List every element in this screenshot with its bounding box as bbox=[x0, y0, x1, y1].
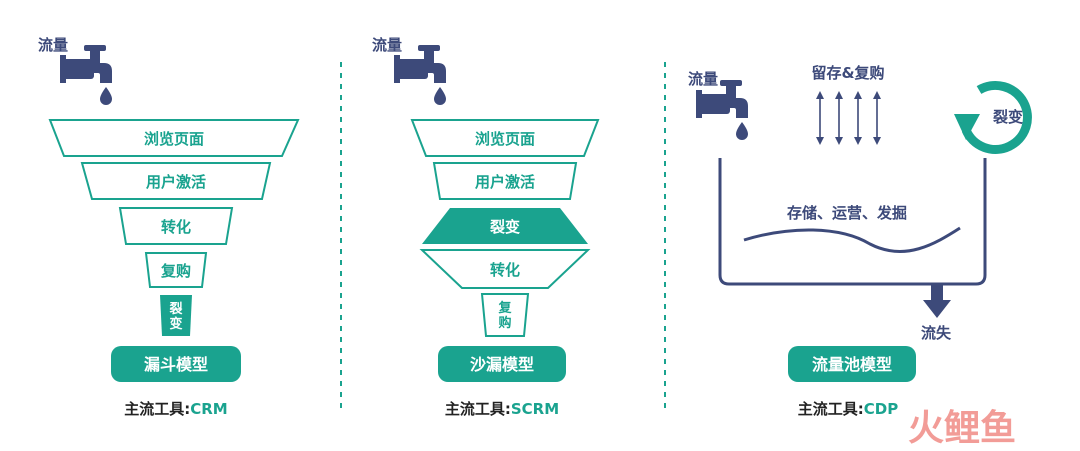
model-badge bbox=[788, 346, 916, 382]
fission-label: 裂变 bbox=[992, 108, 1023, 126]
hourglass-layer bbox=[432, 162, 578, 200]
flow-label: 流量 bbox=[688, 70, 718, 88]
loss-label: 流失 bbox=[921, 324, 952, 342]
vertical-char: 购 bbox=[498, 315, 511, 331]
water-wave bbox=[743, 226, 961, 253]
tool-prefix: 主流工具: bbox=[445, 400, 511, 418]
pool-panel: 流量 留存&复购 裂变 存储、运营、发掘 流失 流量池模型 主流工具:CDP bbox=[688, 64, 1032, 418]
tool-prefix: 主流工具: bbox=[124, 400, 190, 418]
funnel-layer bbox=[80, 162, 272, 200]
down-arrow-icon bbox=[931, 284, 943, 302]
tool-name: CDP bbox=[864, 400, 898, 418]
tool-line: 主流工具:CDP bbox=[798, 400, 898, 418]
hourglass-layer-filled bbox=[422, 208, 588, 244]
funnel-layer-label: 转化 bbox=[161, 218, 191, 236]
tool-line: 主流工具:CRM bbox=[124, 400, 228, 418]
funnel-layer bbox=[118, 207, 234, 245]
vertical-char: 裂 bbox=[168, 301, 183, 317]
faucet-icon bbox=[394, 45, 446, 105]
hourglass-layer-label: 复购 bbox=[497, 300, 512, 331]
recycle-arrowhead bbox=[954, 114, 980, 140]
funnel-panel: 流量 浏览页面 用户激活 转化 复购 裂变 漏斗模型 主流工具:CRM bbox=[38, 36, 300, 418]
model-label: 沙漏模型 bbox=[470, 355, 534, 374]
down-arrowhead bbox=[923, 300, 951, 318]
funnel-layer bbox=[48, 119, 300, 157]
hourglass-layer bbox=[410, 119, 600, 157]
retain-label: 留存&复购 bbox=[811, 64, 884, 82]
tool-name: CRM bbox=[190, 400, 228, 418]
funnel-layer-label: 用户激活 bbox=[146, 173, 206, 191]
hourglass-layer-label: 用户激活 bbox=[475, 173, 535, 191]
funnel-layer-filled bbox=[160, 295, 192, 336]
model-label: 流量池模型 bbox=[812, 355, 892, 374]
hourglass-layer-label: 浏览页面 bbox=[475, 130, 535, 148]
faucet-icon bbox=[696, 80, 748, 140]
hourglass-layer bbox=[419, 249, 591, 289]
watermark-logo: 火鲤鱼 bbox=[908, 408, 1016, 447]
vertical-char: 复 bbox=[497, 300, 512, 316]
pool-label: 存储、运营、发掘 bbox=[787, 204, 907, 222]
funnel-layer-label: 裂变 bbox=[168, 301, 183, 332]
watermark-text: 火鲤鱼 bbox=[908, 408, 1016, 447]
model-badge bbox=[438, 346, 566, 382]
pool-container bbox=[718, 158, 987, 286]
funnel-layer-label: 复购 bbox=[160, 262, 191, 280]
flow-label: 流量 bbox=[372, 36, 402, 54]
model-label: 漏斗模型 bbox=[144, 355, 208, 374]
funnel-layer-label: 浏览页面 bbox=[144, 130, 204, 148]
hourglass-panel: 流量 浏览页面 用户激活 裂变 转化 复购 沙漏模型 主流工具:SCRM bbox=[372, 36, 600, 418]
tool-prefix: 主流工具: bbox=[798, 400, 864, 418]
faucet-icon bbox=[60, 45, 112, 105]
funnel-layer bbox=[144, 252, 208, 288]
flow-label: 流量 bbox=[38, 36, 68, 54]
recycle-arrow-icon bbox=[961, 80, 1032, 154]
vertical-char: 变 bbox=[169, 316, 182, 332]
hourglass-layer bbox=[480, 293, 530, 337]
model-badge bbox=[111, 346, 241, 382]
up-down-arrows bbox=[816, 91, 881, 145]
tool-line: 主流工具:SCRM bbox=[445, 400, 559, 418]
hourglass-layer-label: 裂变 bbox=[489, 218, 520, 236]
hourglass-layer-label: 转化 bbox=[490, 261, 520, 279]
tool-name: SCRM bbox=[511, 400, 559, 418]
